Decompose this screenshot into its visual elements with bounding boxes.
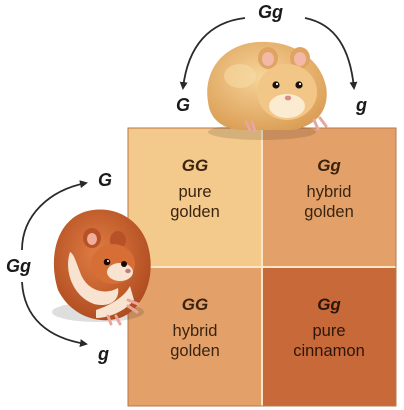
cell-bottom-right: Gg pure cinnamon — [262, 267, 396, 406]
cell-line1: hybrid — [173, 321, 218, 341]
cell-line2: cinnamon — [293, 341, 365, 361]
cell-top-left: GG pure golden — [128, 128, 262, 267]
cell-line2: golden — [304, 202, 354, 222]
top-allele-G: G — [176, 95, 190, 116]
punnett-square: GG pure golden Gg hybrid golden GG hybri… — [128, 128, 396, 406]
cell-genotype: GG — [182, 156, 208, 176]
left-allele-G: G — [98, 170, 112, 191]
left-parent-genotype: Gg — [6, 256, 31, 277]
top-allele-g: g — [356, 95, 367, 116]
cell-line1: pure — [178, 182, 211, 202]
cell-line2: golden — [170, 202, 220, 222]
cell-line1: pure — [312, 321, 345, 341]
left-allele-g: g — [98, 344, 109, 365]
golden-hamster-illustration — [207, 42, 326, 140]
cell-bottom-left: GG hybrid golden — [128, 267, 262, 406]
cell-line1: hybrid — [307, 182, 352, 202]
cell-genotype: GG — [182, 295, 208, 315]
cell-top-right: Gg hybrid golden — [262, 128, 396, 267]
cell-genotype: Gg — [317, 295, 341, 315]
cell-line2: golden — [170, 341, 220, 361]
top-parent-genotype: Gg — [258, 2, 283, 23]
cell-genotype: Gg — [317, 156, 341, 176]
